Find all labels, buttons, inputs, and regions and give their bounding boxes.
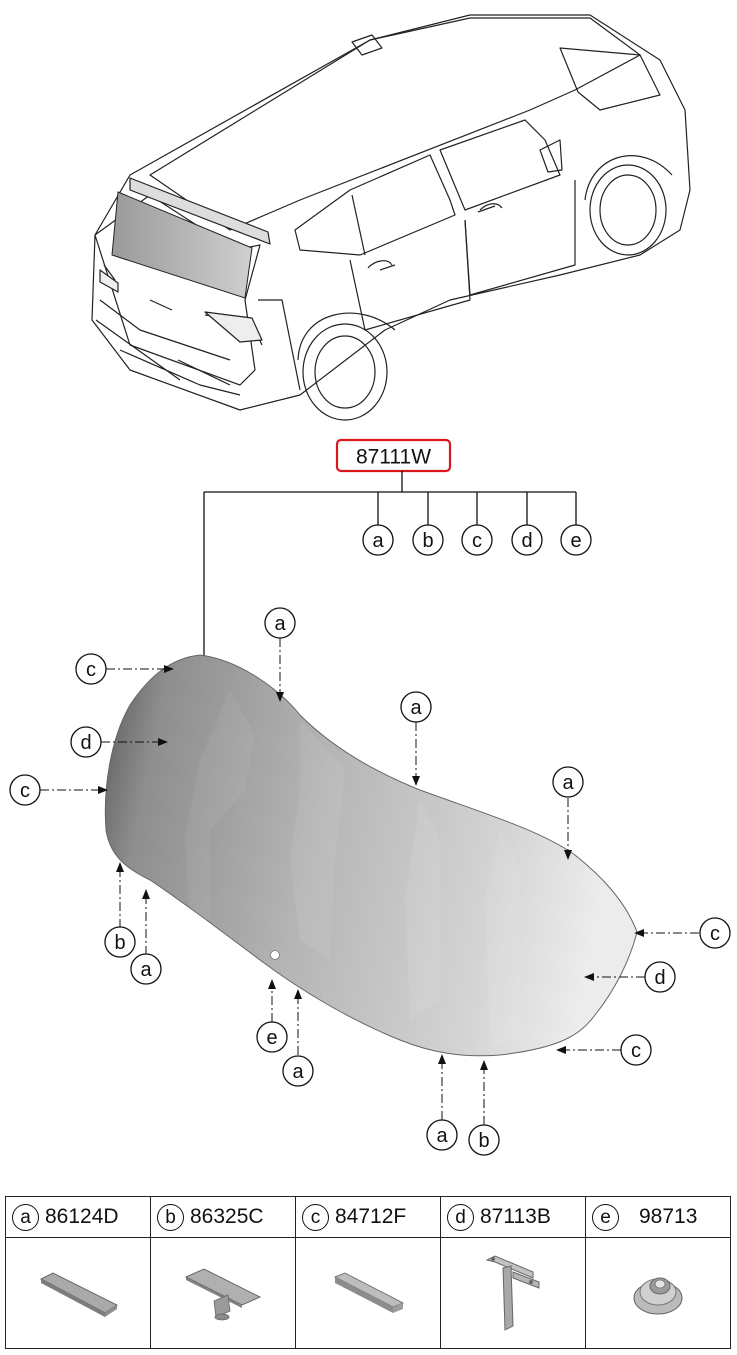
glass-hole <box>270 950 280 960</box>
callout-b[interactable]: b <box>104 926 136 958</box>
bracket-icon <box>485 1254 540 1331</box>
callout-letter: d <box>521 530 532 552</box>
legend-cell-c[interactable]: c 84712F <box>295 1196 441 1238</box>
legend-part-number: 86124D <box>45 1205 119 1228</box>
legend-image-e[interactable] <box>585 1237 731 1349</box>
callout-letter: e <box>570 530 581 552</box>
adhesive-strip-icon <box>39 1271 118 1317</box>
legend-letter: d <box>447 1203 474 1231</box>
legend-letter: c <box>302 1203 329 1231</box>
callout-a[interactable]: a <box>282 1055 314 1087</box>
part-tree-nodes: a b c d e <box>362 524 592 556</box>
legend-part-number: 87113B <box>480 1205 551 1228</box>
callout-e[interactable]: e <box>256 1021 288 1053</box>
tree-node-d[interactable]: d <box>511 524 543 556</box>
vehicle-rear-glass <box>111 191 253 299</box>
callout-a[interactable]: a <box>130 953 162 985</box>
callout-letter: a <box>140 959 152 981</box>
grommet-icon <box>633 1277 683 1314</box>
legend-letter: e <box>592 1203 619 1231</box>
callout-c[interactable]: c <box>75 653 107 685</box>
tree-node-e[interactable]: e <box>560 524 592 556</box>
foam-spacer-icon <box>333 1271 405 1313</box>
legend-image-c[interactable] <box>295 1237 441 1349</box>
tree-node-b[interactable]: b <box>412 524 444 556</box>
leader-arrowheads <box>98 665 644 1070</box>
callout-c[interactable]: c <box>620 1034 652 1066</box>
callout-letter: a <box>436 1125 448 1147</box>
callout-letter: b <box>478 1130 489 1152</box>
callout-c[interactable]: c <box>9 774 41 806</box>
callout-letter: a <box>372 530 384 552</box>
callout-c[interactable]: c <box>699 917 731 949</box>
callout-letter: d <box>80 732 91 754</box>
callout-a[interactable]: a <box>552 766 584 798</box>
main-part-number: 87111W <box>356 446 431 469</box>
mounting-stud-pad-icon <box>184 1267 262 1320</box>
tree-node-c[interactable]: c <box>461 524 493 556</box>
legend-image-d[interactable] <box>440 1237 586 1349</box>
legend-cell-d[interactable]: d 87113B <box>440 1196 586 1238</box>
callout-letter: c <box>20 780 30 802</box>
legend-cell-e[interactable]: e 98713 <box>585 1196 731 1238</box>
callout-d[interactable]: d <box>70 726 102 758</box>
legend-image-a[interactable] <box>5 1237 151 1349</box>
legend-part-number: 86325C <box>190 1205 264 1228</box>
callout-a[interactable]: a <box>264 607 296 639</box>
callout-b[interactable]: b <box>468 1124 500 1156</box>
callout-letter: c <box>631 1040 641 1062</box>
parts-legend-table: a 86124D b 86325C c 84712F d 87113B e 98713 <box>5 1196 731 1349</box>
callout-letter: a <box>292 1061 304 1083</box>
callout-d[interactable]: d <box>644 961 676 993</box>
callout-a[interactable]: a <box>426 1119 458 1151</box>
legend-image-b[interactable] <box>150 1237 296 1349</box>
part-tree-lines <box>203 471 577 658</box>
legend-letter: b <box>157 1203 184 1231</box>
callout-letter: a <box>562 772 574 794</box>
legend-cell-b[interactable]: b 86325C <box>150 1196 296 1238</box>
callout-letter: e <box>266 1027 277 1049</box>
callout-letter: d <box>654 967 665 989</box>
legend-cell-a[interactable]: a 86124D <box>5 1196 151 1238</box>
callout-letter: c <box>710 923 720 945</box>
main-part-number-box[interactable] <box>335 438 452 473</box>
leader-lines <box>40 638 699 1125</box>
callout-letter: a <box>410 697 422 719</box>
vehicle-illustration <box>91 14 691 421</box>
legend-part-number: 84712F <box>335 1205 407 1228</box>
callout-letter: c <box>86 659 96 681</box>
callout-letter: b <box>114 932 125 954</box>
callout-letter: a <box>274 613 286 635</box>
callout-letter: c <box>472 530 482 552</box>
tailgate-glass[interactable] <box>104 654 638 1057</box>
callout-letter: b <box>422 530 433 552</box>
legend-part-number: 98713 <box>639 1205 698 1228</box>
legend-letter: a <box>12 1203 39 1231</box>
tree-node-a[interactable]: a <box>362 524 394 556</box>
callout-a[interactable]: a <box>400 691 432 723</box>
